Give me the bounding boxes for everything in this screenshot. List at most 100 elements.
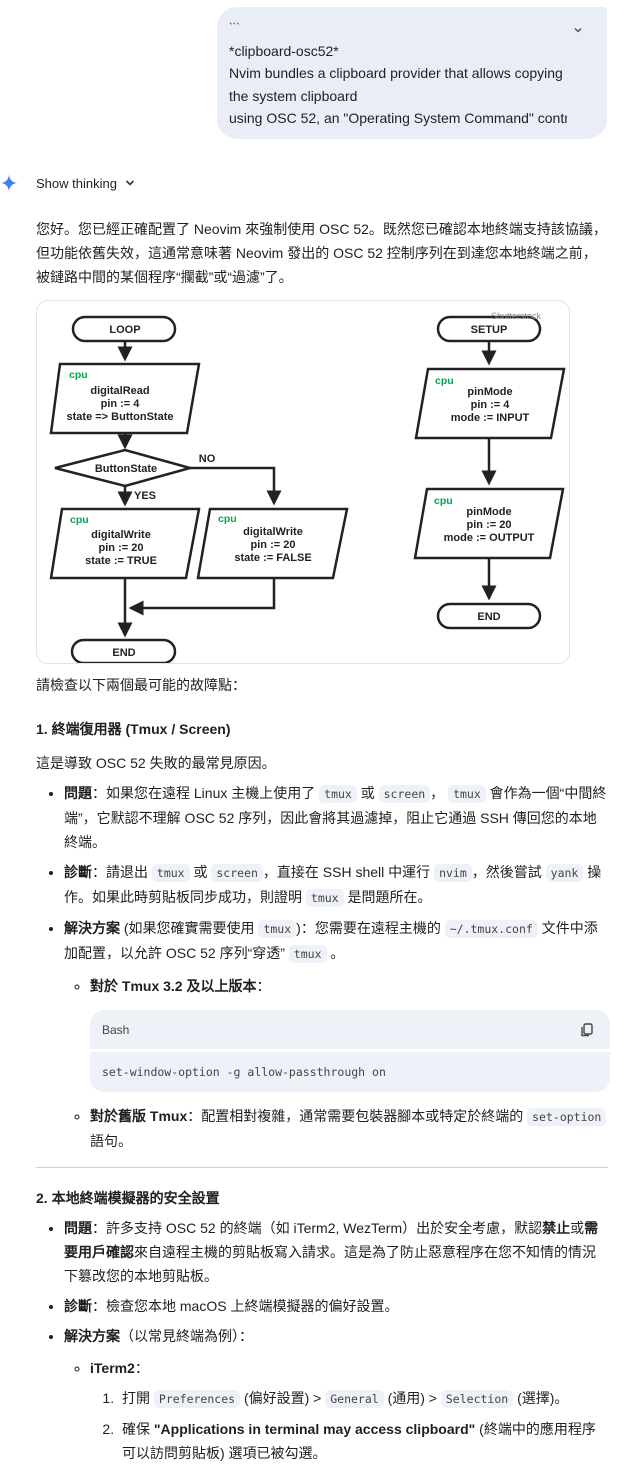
cpu-label: cpu bbox=[435, 375, 454, 387]
section1-summary: 這是導致 OSC 52 失敗的最常見原因。 bbox=[36, 755, 276, 771]
user-message-bubble: ``` *clipboard-osc52* Nvim bundles a cli… bbox=[217, 7, 607, 139]
text: 確保 bbox=[122, 1421, 154, 1437]
list-item: 解決方案 (如果您確實需要使用 tmux)：您需要在遠程主機的 ~/.tmux.… bbox=[64, 916, 608, 966]
text: 語句。 bbox=[90, 1133, 132, 1149]
list-item: 問題：許多支持 OSC 52 的終端（如 iTerm2, WezTerm）出於安… bbox=[64, 1216, 608, 1288]
setup-label: SETUP bbox=[471, 324, 508, 336]
write-true-line: pin := 20 bbox=[99, 542, 144, 554]
text: 或 bbox=[189, 864, 212, 880]
text: 操作。如果此時剪貼板同步成功，則證明 bbox=[64, 864, 602, 905]
show-thinking-label: Show thinking bbox=[36, 175, 117, 191]
text: 是問題所在。 bbox=[343, 889, 432, 905]
text: 或 bbox=[356, 785, 379, 801]
pinmode1-line: pinMode bbox=[467, 386, 512, 398]
loop-label: LOOP bbox=[109, 324, 140, 336]
inline-code: ~/.tmux.conf bbox=[444, 920, 538, 938]
text: ：許多支持 OSC 52 的終端（如 iTerm2, WezTerm）出於安全考… bbox=[92, 1220, 543, 1236]
write-false-line: pin := 20 bbox=[251, 539, 296, 551]
cpu-label: cpu bbox=[434, 495, 453, 507]
text: (通用) > bbox=[383, 1390, 441, 1406]
code-block-header: Bash bbox=[90, 1010, 610, 1049]
pinmode-output-box bbox=[413, 487, 565, 560]
section1-list: 問題：如果您在遠程 Linux 主機上使用了 tmux 或 screen， tm… bbox=[36, 781, 610, 1153]
text: (選擇)。 bbox=[513, 1390, 569, 1406]
response-content: 您好。您已經正確配置了 Neovim 來強制使用 OSC 52。既然您已確認本地… bbox=[36, 217, 610, 1471]
section2-title: 2. 本地終端模擬器的安全設置 bbox=[36, 1190, 220, 1206]
list-item: 對於舊版 Tmux：配置相對複雜，通常需要包裝器腳本或特定於終端的 set-op… bbox=[90, 1104, 608, 1153]
check-intro: 請檢查以下兩個最可能的故障點： bbox=[36, 677, 246, 693]
inline-code: tmux bbox=[319, 785, 357, 803]
list-item: 問題：如果您在遠程 Linux 主機上使用了 tmux 或 screen， tm… bbox=[64, 781, 608, 854]
bold-text: "Applications in terminal may access cli… bbox=[153, 1421, 476, 1437]
bold-text: 解決方案 bbox=[64, 1328, 120, 1344]
write-false-line: state := FALSE bbox=[234, 552, 311, 564]
write-true-line: state := TRUE bbox=[85, 555, 157, 567]
cpu-label: cpu bbox=[69, 369, 88, 381]
text: 打開 bbox=[122, 1390, 154, 1406]
user-message-line: ``` bbox=[229, 22, 240, 34]
text: 。 bbox=[326, 945, 345, 961]
bold-text: 診斷 bbox=[64, 864, 92, 880]
list-item: iTerm2： bbox=[90, 1356, 608, 1380]
setup-end-label: END bbox=[477, 611, 500, 623]
text: 或 bbox=[570, 1220, 585, 1236]
write-false-box bbox=[196, 507, 349, 580]
pinmode2-line: pinMode bbox=[466, 506, 511, 518]
pinmode2-line: pin := 20 bbox=[467, 519, 512, 531]
text: ：檢查您本地 macOS 上終端模擬器的偏好設置。 bbox=[92, 1298, 399, 1314]
list-item: 診斷：檢查您本地 macOS 上終端模擬器的偏好設置。 bbox=[64, 1294, 608, 1318]
decision-label: ButtonState bbox=[95, 463, 157, 475]
list-item: 對於 Tmux 3.2 及以上版本： bbox=[90, 974, 608, 998]
inline-code: set-option bbox=[527, 1108, 607, 1126]
flowchart-image: Shutterstock LOOP digitalRead pin := 4 s… bbox=[36, 300, 570, 664]
inline-code: tmux bbox=[151, 864, 190, 882]
code-language: Bash bbox=[102, 1022, 130, 1037]
read-line: digitalRead bbox=[90, 385, 149, 397]
bold-text: 禁止 bbox=[542, 1220, 571, 1236]
inline-code: screen bbox=[211, 864, 263, 882]
bold-text: 診斷 bbox=[64, 1298, 92, 1314]
pinmode1-line: mode := INPUT bbox=[451, 412, 530, 424]
read-line: pin := 4 bbox=[101, 398, 141, 410]
user-message-line: using OSC 52, an "Operating System Comma… bbox=[229, 110, 567, 126]
user-message-line: the system clipboard bbox=[229, 87, 358, 104]
copy-icon[interactable] bbox=[580, 1022, 594, 1037]
inline-code: tmux bbox=[305, 889, 344, 907]
text: 來自遠程主機的剪貼板寫入請求。這是為了防止惡意程序在您不知情的情況下篡改您的本地… bbox=[64, 1244, 596, 1284]
loop-end-label: END bbox=[112, 647, 135, 659]
write-true-box bbox=[49, 507, 201, 580]
write-false-line: digitalWrite bbox=[243, 526, 303, 538]
text: 會作為一個“中間終端”，它默認不理解 OSC 52 序列，因此會將其過濾掉，阻止… bbox=[64, 785, 607, 850]
bold-text: 對於 Tmux 3.2 及以上版本 bbox=[90, 978, 257, 994]
read-line: state => ButtonState bbox=[67, 411, 174, 423]
text: (如果您確實需要使用 bbox=[120, 920, 259, 936]
cpu-label: cpu bbox=[218, 513, 237, 525]
user-message-line: Nvim bundles a clipboard provider that a… bbox=[229, 65, 567, 81]
section1-title: 1. 終端復用器 (Tmux / Screen) bbox=[36, 721, 231, 737]
bold-text: 需要用戶確認 bbox=[64, 1220, 599, 1260]
setup-end-terminal bbox=[436, 602, 542, 630]
code-content: set-window-option -g allow-passthrough o… bbox=[90, 1052, 610, 1092]
section2-list: 問題：許多支持 OSC 52 的終端（如 iTerm2, WezTerm）出於安… bbox=[36, 1216, 608, 1465]
text: ， bbox=[430, 785, 449, 801]
inline-code: tmux bbox=[448, 785, 486, 803]
text: ，然後嘗試 bbox=[471, 864, 546, 880]
pinmode1-line: pin := 4 bbox=[471, 399, 511, 411]
inline-code: nvim bbox=[434, 864, 472, 882]
expand-chevron-icon[interactable] bbox=[573, 25, 583, 35]
yes-label: YES bbox=[134, 490, 156, 502]
intro-paragraph: 您好。您已經正確配置了 Neovim 來強制使用 OSC 52。既然您已確認本地… bbox=[36, 221, 607, 285]
text: （以常見終端為例）： bbox=[120, 1328, 253, 1344]
text: ：如果您在遠程 Linux 主機上使用了 bbox=[92, 785, 320, 801]
step-item: 打開 Preferences (偏好設置) > General (通用) > S… bbox=[118, 1386, 608, 1411]
inline-code: tmux bbox=[258, 920, 297, 938]
inline-code: Preferences bbox=[153, 1390, 241, 1408]
text: ：配置相對複雜，通常需要包裝器腳本或特定於終端的 bbox=[187, 1108, 528, 1124]
show-thinking-toggle[interactable]: Show thinking bbox=[0, 174, 135, 192]
bold-text: 問題 bbox=[64, 1220, 92, 1236]
list-item: 解決方案（以常見終端為例）： bbox=[64, 1324, 608, 1348]
text: ：請退出 bbox=[92, 864, 152, 880]
text: ： bbox=[256, 978, 271, 994]
iterm-steps: 打開 Preferences (偏好設置) > General (通用) > S… bbox=[64, 1386, 608, 1465]
cpu-label: cpu bbox=[70, 514, 89, 526]
